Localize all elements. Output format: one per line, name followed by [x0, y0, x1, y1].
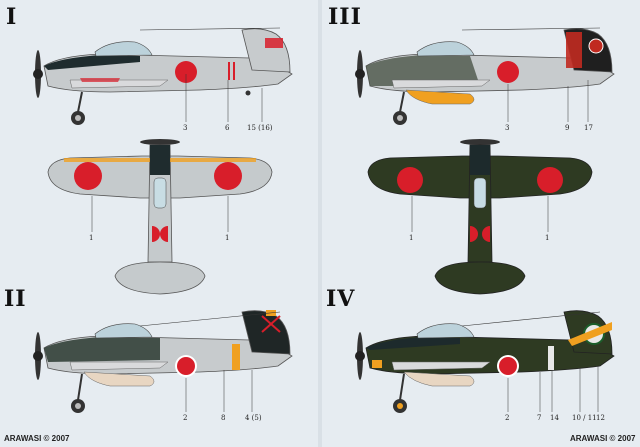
footer-copyright-right: ARAWASI © 2007	[570, 434, 636, 443]
center-divider	[318, 0, 322, 447]
callout-4-a: 2	[505, 414, 509, 422]
aircraft-side-view-3: 3 9 17	[355, 27, 615, 132]
callout-4-e: 12	[596, 414, 605, 422]
callout-4-c: 14	[550, 414, 559, 422]
callout-1-top-b: 1	[225, 234, 229, 242]
aircraft-side-view-2: 2 8 4 (5)	[33, 310, 293, 422]
aircraft-top-view-1: 1 1	[47, 139, 273, 295]
callout-1-b: 6	[225, 124, 230, 132]
callout-3-c: 17	[584, 124, 593, 132]
callout-1-a: 3	[183, 124, 187, 132]
callout-3-top-a: 1	[409, 234, 413, 242]
scheme-numeral-1: I	[6, 4, 18, 30]
callout-4-b: 7	[537, 414, 541, 422]
callout-2-a: 2	[183, 414, 187, 422]
callout-3-a: 3	[505, 124, 509, 132]
footer-copyright-left: ARAWASI © 2007	[4, 434, 70, 443]
scheme-numeral-3: III	[328, 4, 362, 30]
callout-2-b: 8	[221, 414, 225, 422]
callout-4-d: 10 / 11	[572, 414, 597, 422]
callout-3-b: 9	[565, 124, 569, 132]
aircraft-side-view-1: 3 6 15 (16)	[33, 27, 293, 132]
callout-3-top-b: 1	[545, 234, 549, 242]
aircraft-side-view-4: 2 7 14 10 / 11 12	[355, 310, 615, 422]
aircraft-top-view-3: 1 1	[367, 139, 593, 295]
scheme-numeral-4: IV	[326, 286, 356, 312]
callout-2-c: 4 (5)	[245, 414, 262, 422]
scheme-numeral-2: II	[4, 286, 27, 312]
callout-1-c: 15 (16)	[247, 124, 273, 132]
callout-1-top-a: 1	[89, 234, 93, 242]
